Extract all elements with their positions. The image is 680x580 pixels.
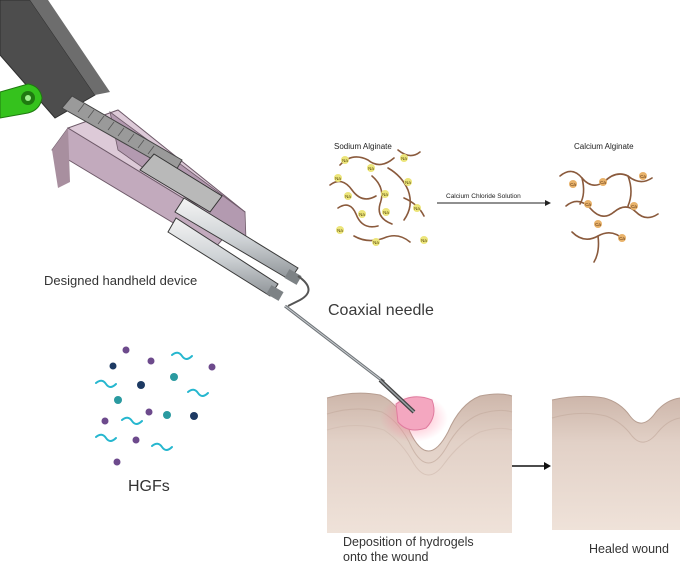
na-ions xyxy=(334,154,428,246)
healed-wound-panel xyxy=(551,395,680,530)
ion-label: Na xyxy=(401,156,407,161)
ion-label: Ca xyxy=(600,180,606,185)
needle-label: Coaxial needle xyxy=(328,302,434,319)
ion-label: Na xyxy=(342,158,348,163)
deposition-label: Deposition of hydrogels onto the wound xyxy=(343,535,513,565)
ion-label: Ca xyxy=(631,204,637,209)
wound-deposition-panel xyxy=(326,378,513,533)
hgf-cluster xyxy=(95,346,216,466)
ion-label: Na xyxy=(337,228,343,233)
ion-label: Na xyxy=(382,192,388,197)
handheld-device xyxy=(0,0,385,384)
ion-label: Ca xyxy=(595,222,601,227)
ion-label: Na xyxy=(421,238,427,243)
device-label: Designed handheld device xyxy=(44,273,198,288)
ion-label: Na xyxy=(345,194,351,199)
ion-label: Ca xyxy=(585,202,591,207)
ion-label: Na xyxy=(368,166,374,171)
sodium-alginate-label: Sodium Alginate xyxy=(334,142,392,151)
ion-label: Na xyxy=(383,210,389,215)
deposition-label-line1: Deposition of hydrogels xyxy=(343,535,474,549)
trigger-icon xyxy=(0,83,43,119)
deposition-label-line2: onto the wound xyxy=(343,550,429,564)
ion-label: Ca xyxy=(570,182,576,187)
calcium-alginate-network xyxy=(559,170,659,263)
healed-label: Healed wound xyxy=(589,542,669,556)
reaction-label: Calcium Chloride Solution xyxy=(446,193,521,200)
reaction-arrow-icon xyxy=(437,200,551,206)
ion-label: Na xyxy=(405,180,411,185)
ion-label: Na xyxy=(414,206,420,211)
ion-label: Ca xyxy=(619,236,625,241)
calcium-alginate-label: Calcium Alginate xyxy=(574,142,634,151)
hgfs-label: HGFs xyxy=(128,478,170,495)
ca-ions xyxy=(569,172,647,242)
ion-label: Ca xyxy=(640,174,646,179)
ion-label: Na xyxy=(335,176,341,181)
ion-label: Na xyxy=(359,212,365,217)
healing-arrow-icon xyxy=(512,462,551,470)
ion-label: Na xyxy=(373,240,379,245)
